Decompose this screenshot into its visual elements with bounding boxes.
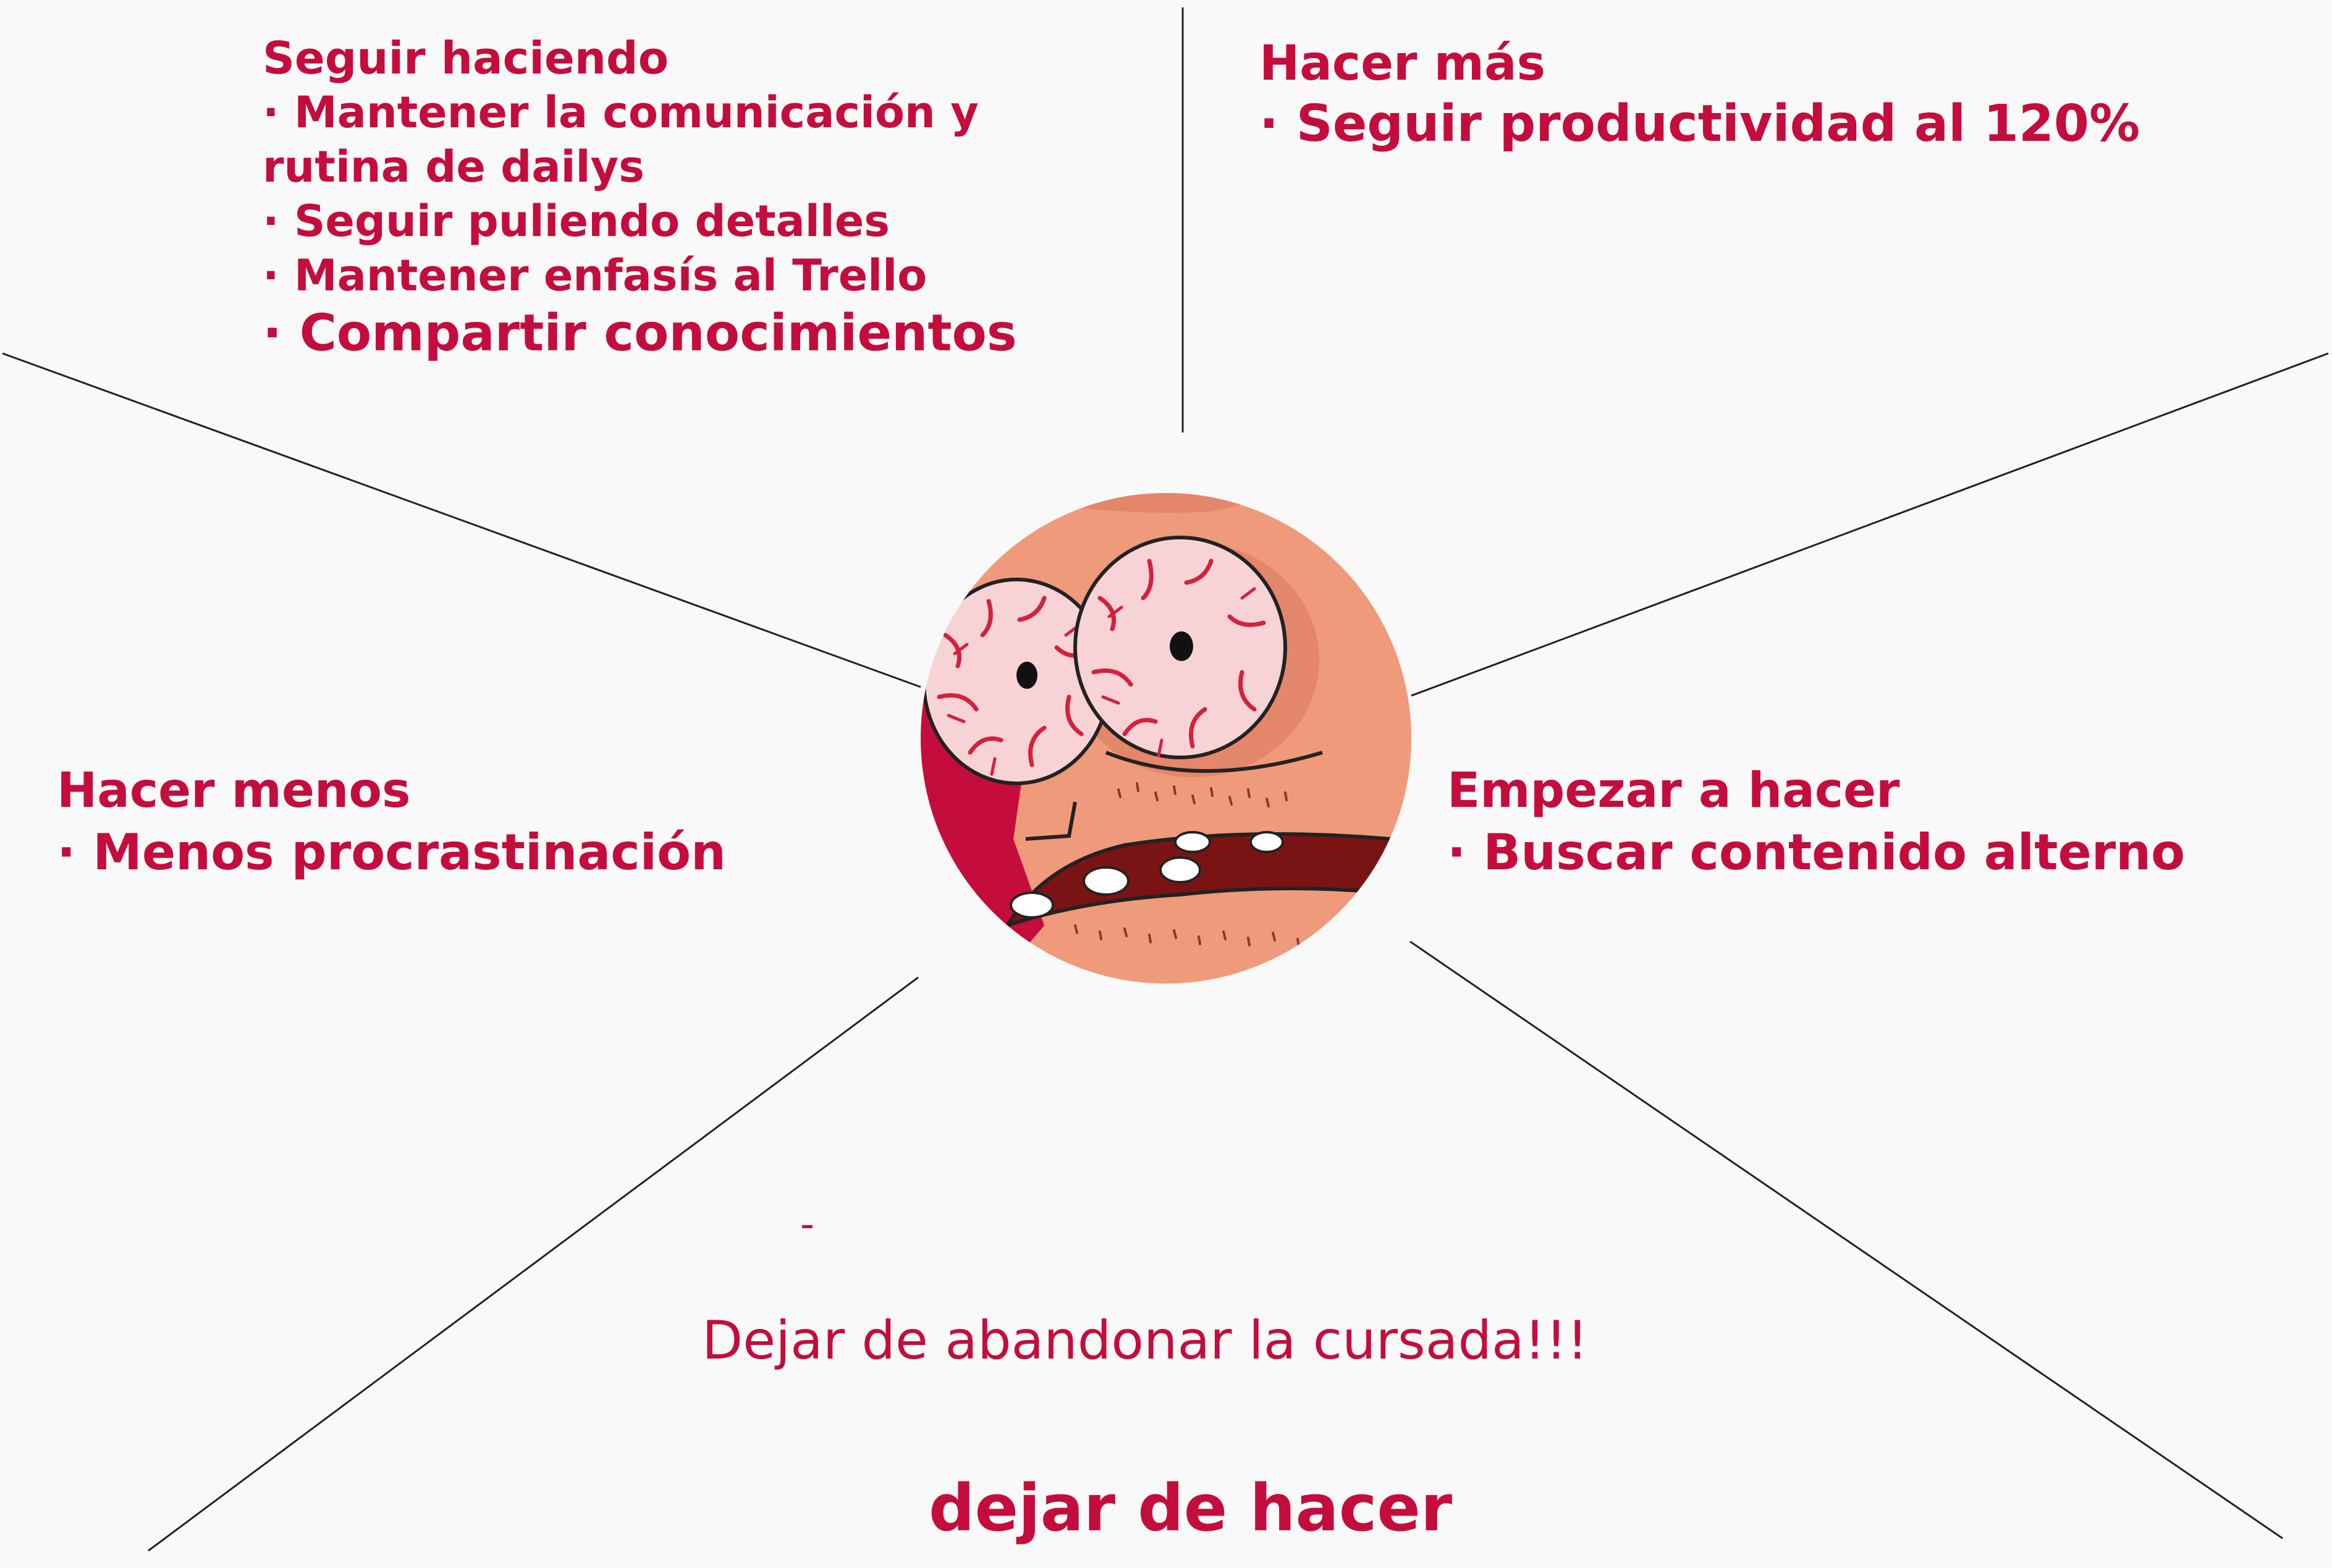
keep-doing-item: rutina de dailys <box>263 141 644 192</box>
keep-doing-item: · Mantener la comunicación y <box>263 87 979 138</box>
divider-upper-right <box>1411 352 2329 697</box>
start-doing-item: · Buscar contenido alterno <box>1447 824 2186 881</box>
do-less-title: Hacer menos <box>57 763 411 819</box>
bloodshot-eyes-face-image <box>921 493 1411 984</box>
keep-doing-item: · Compartir conocimientos <box>263 304 1017 363</box>
stop-doing-bullet: - <box>800 1202 815 1247</box>
stop-doing-item: Dejar de abandonar la cursada!!! <box>702 1310 1589 1372</box>
stop-doing-title: dejar de hacer <box>929 1470 1453 1546</box>
divider-lower-right <box>1409 940 2283 1540</box>
right-eye-icon <box>1073 536 1287 759</box>
do-more-section: Hacer más · Seguir productividad al 120% <box>1259 34 2140 155</box>
do-less-item: · Menos procrastinación <box>57 824 727 881</box>
left-eye-icon <box>922 578 1111 785</box>
do-more-item: · Seguir productividad al 120% <box>1259 95 2140 153</box>
do-less-section: Hacer menos · Menos procrastinación <box>57 760 726 883</box>
start-doing-title: Empezar a hacer <box>1447 763 1900 819</box>
keep-doing-item: · Mantener enfasís al Trello <box>263 250 927 301</box>
keep-doing-title: Seguir haciendo <box>263 32 669 84</box>
divider-lower-left <box>148 976 919 1552</box>
keep-doing-item: · Seguir puliendo detalles <box>263 196 890 247</box>
do-more-title: Hacer más <box>1259 36 1546 91</box>
divider-upper-left <box>2 352 921 688</box>
start-doing-section: Empezar a hacer · Buscar contenido alter… <box>1447 760 2185 883</box>
keep-doing-section: Seguir haciendo · Mantener la comunicaci… <box>263 31 1017 365</box>
